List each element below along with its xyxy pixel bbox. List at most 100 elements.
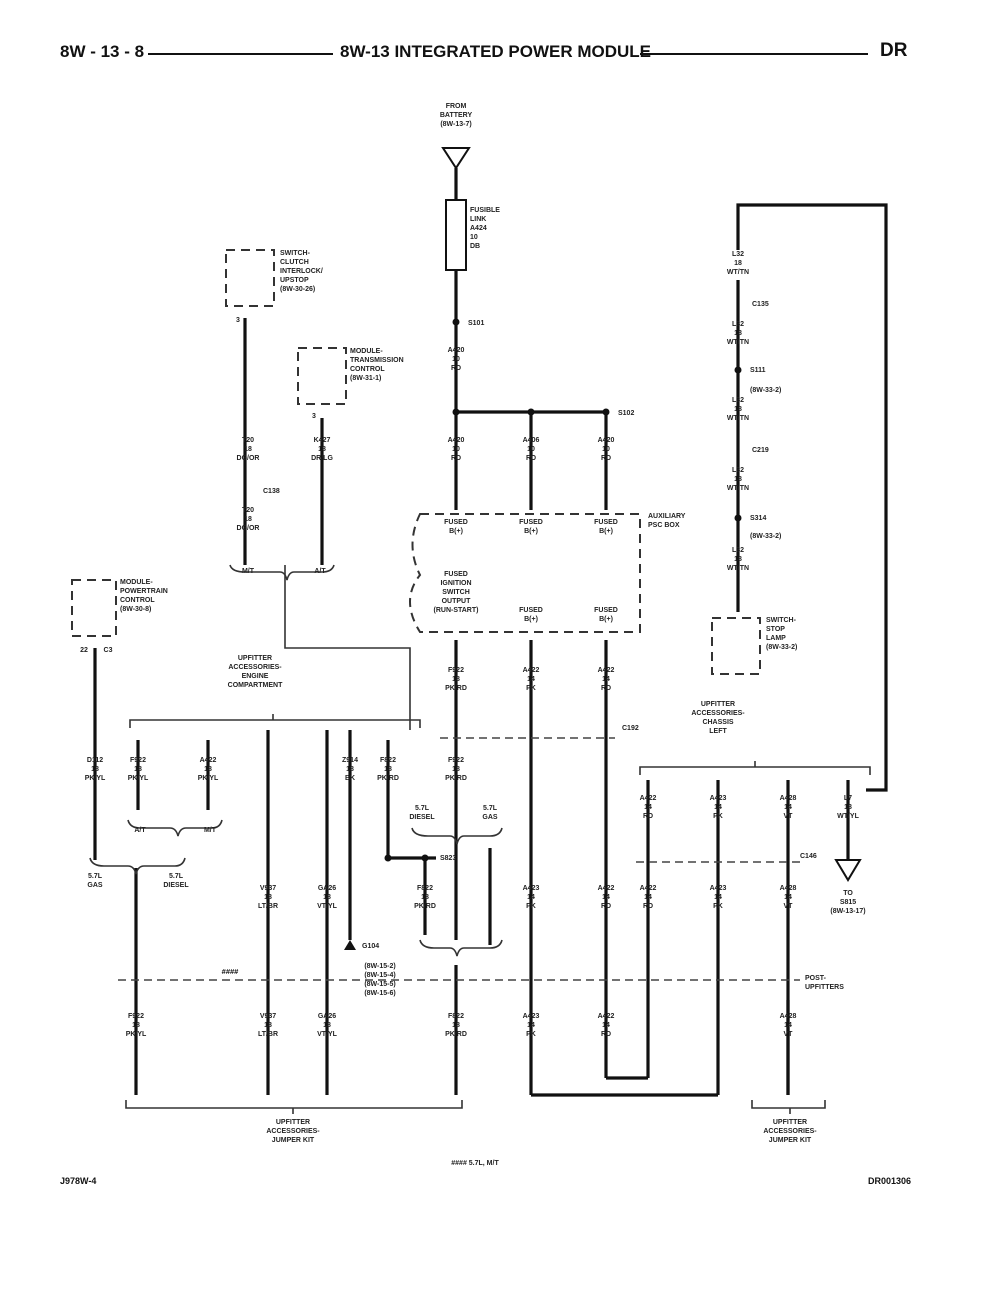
splice-s823-b [421,854,429,862]
label-post-upfitters: POST-UPFITTERS [805,975,844,991]
fusible-link-body [445,199,467,271]
label-c135: C135 [752,301,769,308]
splice-s101 [452,318,460,326]
splice-s823-a [384,854,392,862]
wires [93,168,888,1097]
label-mt-mid: M/T [204,827,217,834]
label-pin22: 22 [80,647,88,654]
section-code: DR [880,40,908,61]
splice-s102-a [452,408,460,416]
label-c138: C138 [263,488,280,495]
label-s314-ref: (8W-33-2) [750,533,781,540]
label-s111-ref: (8W-33-2) [750,387,781,394]
battery-arrow [441,147,471,170]
page-title: 8W-13 INTEGRATED POWER MODULE [340,42,652,61]
label-pin3-tcm: 3 [312,413,316,420]
label-g104-refs: (8W-15-2)(8W-15-4)(8W-15-5)(8W-15-6) [364,963,395,997]
label-c219: C219 [752,447,769,454]
label-mt-top: M/T [242,568,255,575]
header-rule-right [640,53,868,55]
label-pin3-clutch: 3 [236,317,240,324]
label-c146: C146 [800,853,817,860]
label-at-top: A/T [314,568,326,575]
splice-s102-c [602,408,610,416]
label-s111: S111 [750,367,766,374]
stop-lamp-switch-box [711,617,761,675]
splice-s111 [734,366,742,374]
tcm-box [297,347,347,405]
label-c192: C192 [622,725,639,732]
label-s314: S314 [750,515,766,522]
header-rule-left [148,53,333,55]
clutch-switch-box [225,249,275,307]
footer-left: J978W-4 [60,1176,97,1186]
splice-s314 [734,514,742,522]
label-g104: G104 [362,943,379,950]
footer-right: DR001306 [868,1176,912,1186]
component-boxes [71,199,761,675]
label-c3: C3 [104,647,113,654]
label-marker-stars: #### [222,967,240,976]
label-s823: S823 [440,855,456,862]
label-legend: #### 5.7L, M/T [451,1160,499,1167]
label-s101: S101 [468,320,484,327]
aux-psc-box-outline [409,513,641,633]
splice-s102-b [527,408,535,416]
pcm-box [71,579,117,637]
page-header: 8W - 13 - 8 8W-13 INTEGRATED POWER MODUL… [0,30,1000,70]
label-s102: S102 [618,410,634,417]
